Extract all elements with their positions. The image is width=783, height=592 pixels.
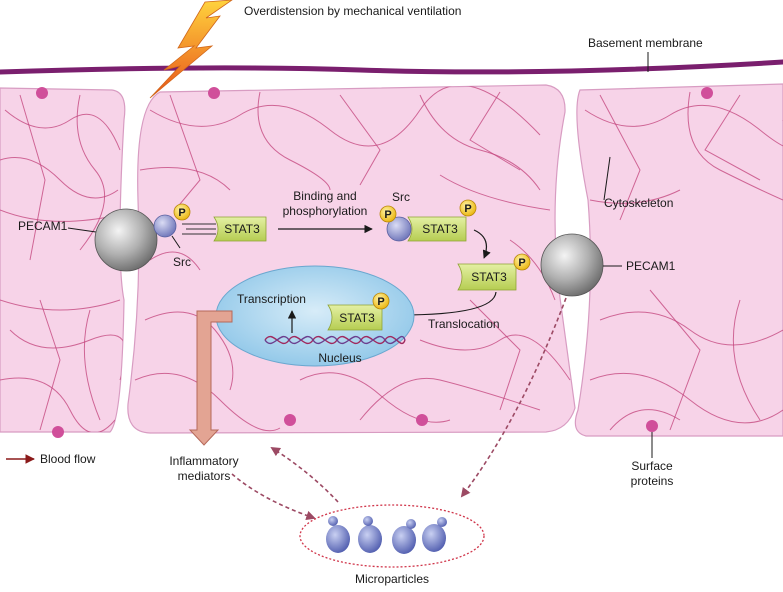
microparticle: [392, 519, 416, 554]
stat3-nucleus-label: STAT3: [339, 311, 375, 325]
right-cell: [574, 83, 783, 437]
surface-protein-dot: [284, 414, 296, 426]
microparticles-label: Microparticles: [355, 572, 429, 586]
basement-membrane-label: Basement membrane: [588, 36, 703, 50]
stat3-left: STAT3: [213, 216, 267, 242]
pecam1-left: [94, 208, 158, 272]
surface-protein-dot: [36, 87, 48, 99]
curve-arrow: [473, 229, 491, 259]
src-left: [153, 214, 177, 238]
microparticle: [358, 516, 382, 553]
surface-proteins-label-line2: proteins: [631, 474, 674, 488]
phospho-nucleus: [372, 292, 390, 310]
phospho-trans: [513, 253, 531, 271]
surface-proteins-label-line1: Surface: [631, 459, 673, 473]
microparticles-to-mediators-arrow: [270, 446, 339, 503]
surface-protein-dot: [416, 414, 428, 426]
inflammatory-label-line2: mediators: [178, 469, 231, 483]
overdistension-label: Overdistension by mechanical ventilation: [244, 4, 461, 18]
surface-protein-dots: [36, 87, 713, 438]
mediators-to-microparticles-arrow: [231, 473, 316, 521]
right-cell-cytoskeleton: [584, 91, 783, 431]
microparticle: [326, 516, 350, 553]
phospho-src: [379, 205, 397, 223]
stat3-phosphorylated: STAT3: [407, 216, 467, 242]
src-left-leader: [171, 235, 181, 249]
center-cell-cytoskeleton: [134, 85, 571, 432]
transcription-label: Transcription: [237, 292, 306, 306]
blood-flow-label: Blood flow: [40, 452, 96, 466]
binding-label-line1: Binding and: [293, 189, 356, 203]
microparticles-boundary: [299, 504, 485, 568]
phospho-left-label: P: [178, 207, 185, 219]
lightning-bolt-icon: [149, 0, 233, 99]
src-left-label: Src: [173, 255, 191, 269]
src-bound: [386, 216, 412, 242]
pecam1-left-label: PECAM1: [18, 219, 68, 233]
phospho-stat3-label: P: [464, 203, 471, 215]
translocation-arrow: [399, 291, 497, 320]
nucleus-label: Nucleus: [318, 351, 361, 365]
src-right-label: Src: [392, 190, 410, 204]
stat3-translocating: STAT3: [457, 263, 517, 291]
nucleus: [215, 265, 415, 367]
basement-membrane: [0, 59, 783, 75]
phospho-src-label: P: [384, 209, 391, 221]
binding-lines: [182, 223, 216, 235]
stat3-phos-label: STAT3: [422, 222, 458, 236]
cytoskeleton-label: Cytoskeleton: [604, 196, 673, 210]
cytoskeleton-leader: [603, 156, 611, 201]
phospho-nucleus-label: P: [377, 296, 384, 308]
surface-protein-dot: [52, 426, 64, 438]
phospho-stat3: [459, 199, 477, 217]
dna-helix: [264, 335, 406, 345]
center-cell: [127, 84, 576, 434]
translocation-label: Translocation: [428, 317, 500, 331]
surface-protein-dot: [701, 87, 713, 99]
stat3-nucleus: STAT3: [327, 304, 383, 331]
microparticle-group: [326, 516, 447, 554]
binding-label-line2: phosphorylation: [283, 204, 368, 218]
microparticle: [422, 517, 447, 552]
surface-protein-dot: [208, 87, 220, 99]
mediator-release-arrow: [188, 310, 233, 446]
left-cell-cytoskeleton: [0, 94, 125, 432]
pecam1-right-label: PECAM1: [626, 259, 676, 273]
inflammatory-label-line1: Inflammatory: [169, 454, 238, 468]
phospho-left: [173, 203, 191, 221]
stat3-trans-label: STAT3: [471, 270, 507, 284]
stat3-left-label: STAT3: [224, 222, 260, 236]
pecam1-left-leader: [67, 227, 97, 233]
phospho-trans-label: P: [518, 257, 525, 269]
surface-protein-dot: [646, 420, 658, 432]
pecam1-to-microparticles-arrow: [460, 297, 567, 498]
pecam1-right: [540, 233, 604, 297]
